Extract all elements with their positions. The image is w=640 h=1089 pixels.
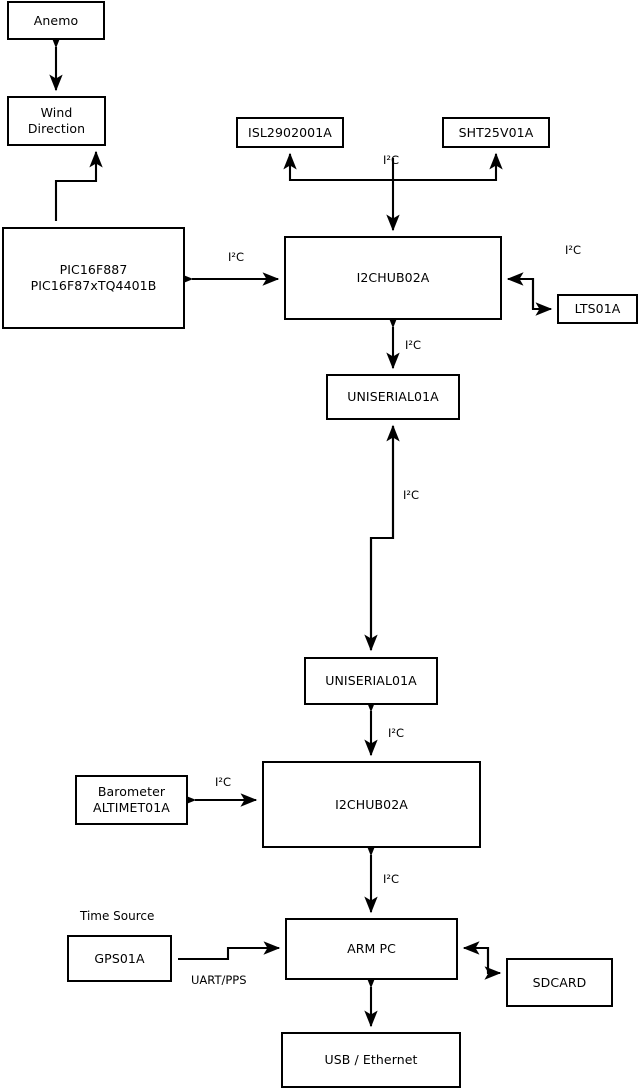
node-pic-microcontroller[interactable]: PIC16F887 PIC16F87xTQ4401B [2,227,185,329]
node-label: UNISERIAL01A [347,389,439,405]
edge-label-hub2-arm: I²C [383,872,400,886]
node-label: Anemo [33,12,79,28]
node-label: ARM PC [347,941,396,957]
node-label: SDCARD [532,974,587,990]
node-isl2902001a[interactable]: ISL2902001A [236,117,344,148]
node-label: USB / Ethernet [324,1052,418,1068]
node-label: GPS01A [94,950,145,966]
node-sht25v01a[interactable]: SHT25V01A [442,117,550,148]
edge-uniserial-link-down [364,426,395,652]
node-label: I2CHUB02A [356,270,430,286]
edge-pic-wind [54,150,103,221]
edge-label-hub-uniserial: I²C [405,338,422,352]
edge-lts-hubtop [506,272,535,309]
node-label: Wind Direction [27,105,86,136]
node-arm-pc[interactable]: ARM PC [285,918,458,980]
node-i2chub02a-top[interactable]: I2CHUB02A [284,236,502,320]
edge-label-baro-hub: I²C [215,775,232,789]
edge-hubtop-sht [393,152,503,182]
node-uniserial01a-lower[interactable]: UNISERIAL01A [304,657,438,705]
edge-label-gps-arm: UART/PPS [191,973,247,987]
node-label: SHT25V01A [458,124,534,140]
edge-hubtop-lts [508,277,553,316]
node-anemo[interactable]: Anemo [7,1,105,40]
node-wind-direction[interactable]: Wind Direction [7,96,106,146]
node-sdcard[interactable]: SDCARD [506,958,613,1007]
edge-label-pic-hub: I²C [228,250,245,264]
edge-armpc-sdcard [464,946,502,980]
edge-hubtop-isl [283,152,393,182]
node-barometer-altimet01a[interactable]: Barometer ALTIMET01A [75,775,188,825]
node-label: I2CHUB02A [335,796,408,812]
node-usb-ethernet[interactable]: USB / Ethernet [281,1032,461,1088]
node-label: ISL2902001A [248,124,332,140]
node-gps01a[interactable]: GPS01A [67,935,172,982]
node-uniserial01a-upper[interactable]: UNISERIAL01A [326,374,460,420]
label-time-source: Time Source [80,909,155,923]
edge-label-hub-lts: I²C [565,243,582,257]
edge-label-hub-sensors: I²C [383,153,400,167]
edge-label-uniserial-hub2: I²C [388,726,405,740]
edge-label-uniserial-link: I²C [403,488,420,502]
node-label: PIC16F887 PIC16F87xTQ4401B [30,262,157,293]
node-lts01a[interactable]: LTS01A [557,294,638,324]
node-label: UNISERIAL01A [325,673,417,689]
edge-gps-armpc [178,941,281,961]
node-i2chub02a-bottom[interactable]: I2CHUB02A [262,761,481,848]
node-label: LTS01A [574,301,621,317]
node-label: Barometer ALTIMET01A [93,784,170,815]
edge-sdcard-armpc [462,941,490,973]
